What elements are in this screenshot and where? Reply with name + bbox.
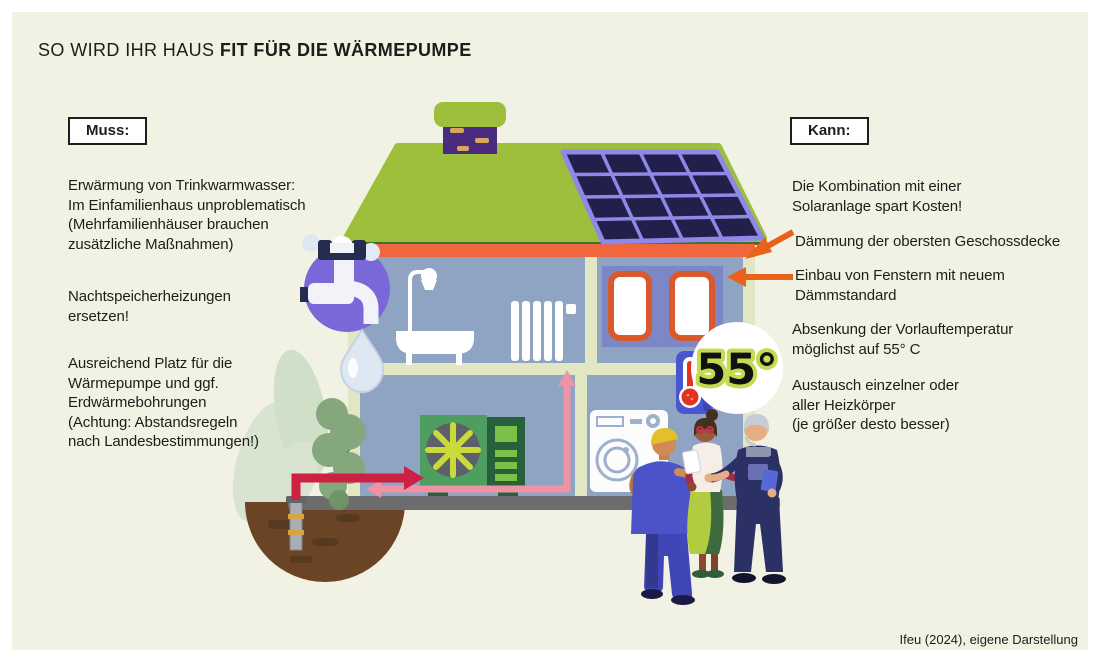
temperature-value: 55° [696,345,777,395]
chimney [434,102,506,154]
muss-item-2: Nachtspeicherheizungen ersetzen! [68,288,231,325]
bathtub-icon [396,331,474,365]
muss-item-1: Erwärmung von Trinkwarmwasser: Im Einfam… [68,177,306,253]
page-title-bold: FIT FÜR DIE WÄRMEPUMPE [219,40,472,61]
radiator-icon [511,301,576,361]
faucet-icon [300,234,390,332]
heat-pump-icon [420,415,525,496]
muss-label-box: Muss: [68,117,148,145]
page-title: SO WIRD IHR HAUS FIT FÜR DIE WÄRMEPUMPE [38,40,472,61]
source-attribution: Ifeu (2024), eigene Darstellung [899,632,1078,647]
kann-item-2: Dämmung der obersten Geschossdecke [795,233,1061,250]
shower-icon [408,268,437,332]
kann-item-3: Einbau von Fenstern mit neuem Dämmstanda… [795,267,1005,304]
page-title-regular: SO WIRD IHR HAUS [38,40,215,61]
woman-figure [682,409,751,578]
house-illustration: 55° [232,102,795,605]
water-drop-icon [339,328,385,393]
windows [602,266,723,347]
man-figure [704,414,786,584]
kann-label: Kann: [808,122,851,139]
content-panel: SO WIRD IHR HAUS FIT FÜR DIE WÄRMEPUMPE [12,12,1088,650]
kann-item-5: Austausch einzelner oder aller Heizkörpe… [792,377,959,433]
kann-label-box: Kann: [790,117,869,145]
kann-item-1: Die Kombination mit einer Solaranlage sp… [792,178,963,215]
red-flow-arrow [291,466,424,500]
solar-panel-icon [560,149,765,245]
temperature-badge: 55° [691,322,783,414]
worker-figure [629,428,709,605]
muss-label: Muss: [86,122,130,139]
soil-half-circle [245,502,405,582]
kann-item-4: Absenkung der Vorlauftemperatur möglichs… [792,321,1014,358]
insulation-band [348,244,755,257]
green-bush [312,398,366,510]
muss-item-3: Ausreichend Platz für die Wärmepumpe und… [68,355,259,450]
kann-pointer-arrows [727,229,795,287]
pink-flow-arrows [366,370,576,498]
